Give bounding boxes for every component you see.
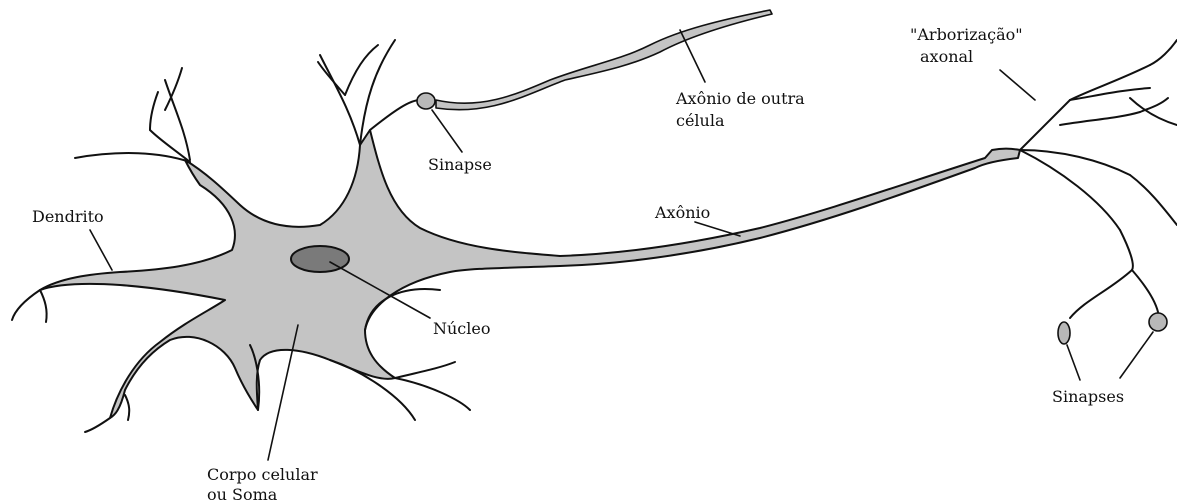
label-synapse: Sinapse — [428, 155, 492, 174]
label-nucleus: Núcleo — [433, 319, 490, 338]
label-cell-body-line1: Corpo celular — [207, 465, 318, 484]
pointer-synapse-right — [1120, 332, 1153, 378]
pointer-arborization — [1000, 70, 1035, 100]
label-synapses: Sinapses — [1052, 387, 1124, 406]
label-axon: Axônio — [654, 203, 710, 222]
label-other-axon-line1: Axônio de outra — [675, 89, 805, 108]
synapse-top — [417, 93, 435, 109]
pointer-synapse-left — [1067, 345, 1080, 380]
label-arborization-line1: "Arborização" — [910, 25, 1023, 44]
axon-arborization — [1020, 40, 1177, 318]
label-cell-body-line2: ou Soma — [207, 485, 278, 503]
pointer-dendrite — [90, 230, 112, 270]
synapse-bottom-right — [1149, 313, 1167, 331]
pointer-synapse — [432, 110, 462, 152]
cell-body — [40, 130, 1020, 418]
label-dendrite: Dendrito — [32, 207, 104, 226]
pointer-axon — [695, 222, 740, 236]
label-other-axon-line2: célula — [676, 111, 725, 130]
synapse-bottom-left — [1058, 322, 1070, 344]
label-arborization-line2: axonal — [920, 47, 973, 66]
